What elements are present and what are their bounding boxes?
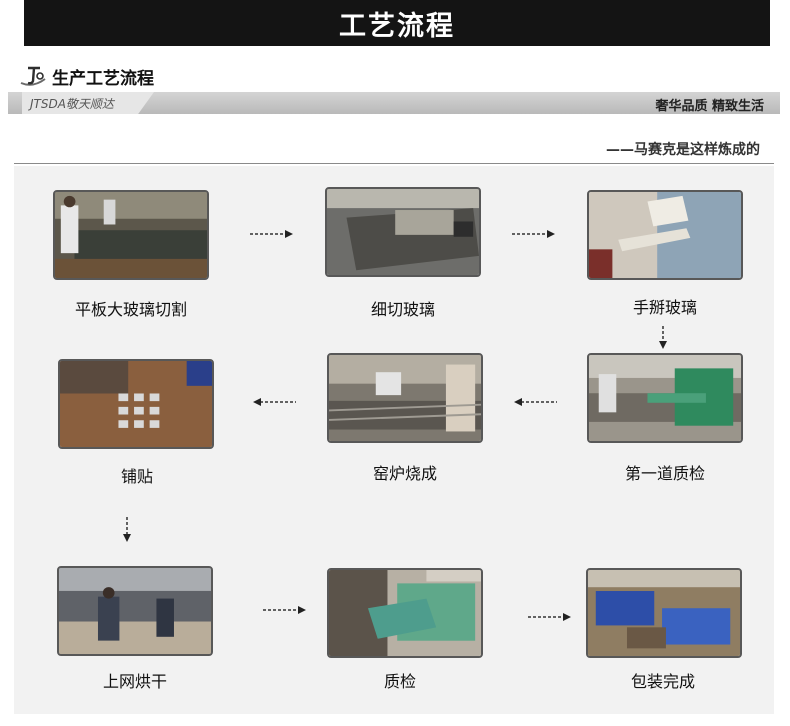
step-label-9: 包装完成 <box>563 668 763 692</box>
step-label-7: 上网烘干 <box>35 668 235 692</box>
step-photo-kiln-firing <box>327 353 483 443</box>
step-label-6: 铺贴 <box>37 463 237 487</box>
step-label-4: 第一道质检 <box>565 460 765 484</box>
arrow-right-icon <box>512 229 556 239</box>
section-title: 生产工艺流程 <box>52 64 154 89</box>
step-photo-fine-cutting <box>325 187 481 277</box>
jtsda-logo-icon <box>18 64 48 88</box>
arrow-down-icon <box>122 517 132 543</box>
arrow-right-icon <box>250 229 294 239</box>
arrow-left-icon <box>252 397 296 407</box>
arrow-right-icon <box>263 605 307 615</box>
step-photo-tile-laying <box>58 359 214 449</box>
tagline: ——马赛克是这样炼成的 <box>606 139 760 159</box>
brand-name: JTSDA敬天顺达 <box>30 95 114 112</box>
step-photo-packing <box>586 568 742 658</box>
step-photo-glass-cutting <box>53 190 209 280</box>
step-photo-quality-check <box>327 568 483 658</box>
banner-title: 工艺流程 <box>24 4 770 43</box>
step-label-5: 窑炉烧成 <box>305 460 505 484</box>
step-label-8: 质检 <box>300 668 500 692</box>
arrow-left-icon <box>513 397 557 407</box>
step-label-1: 平板大玻璃切割 <box>31 296 231 320</box>
step-label-3: 手掰玻璃 <box>565 294 765 318</box>
arrow-right-icon <box>528 612 572 622</box>
title-banner: 工艺流程 <box>24 0 770 46</box>
step-label-2: 细切玻璃 <box>303 296 503 320</box>
arrow-down-icon <box>658 326 668 350</box>
step-photo-mesh-drying <box>57 566 213 656</box>
brand-slogan: 奢华品质 精致生活 <box>655 95 764 114</box>
step-photo-hand-breaking <box>587 190 743 280</box>
step-photo-first-inspection <box>587 353 743 443</box>
divider <box>14 163 774 164</box>
